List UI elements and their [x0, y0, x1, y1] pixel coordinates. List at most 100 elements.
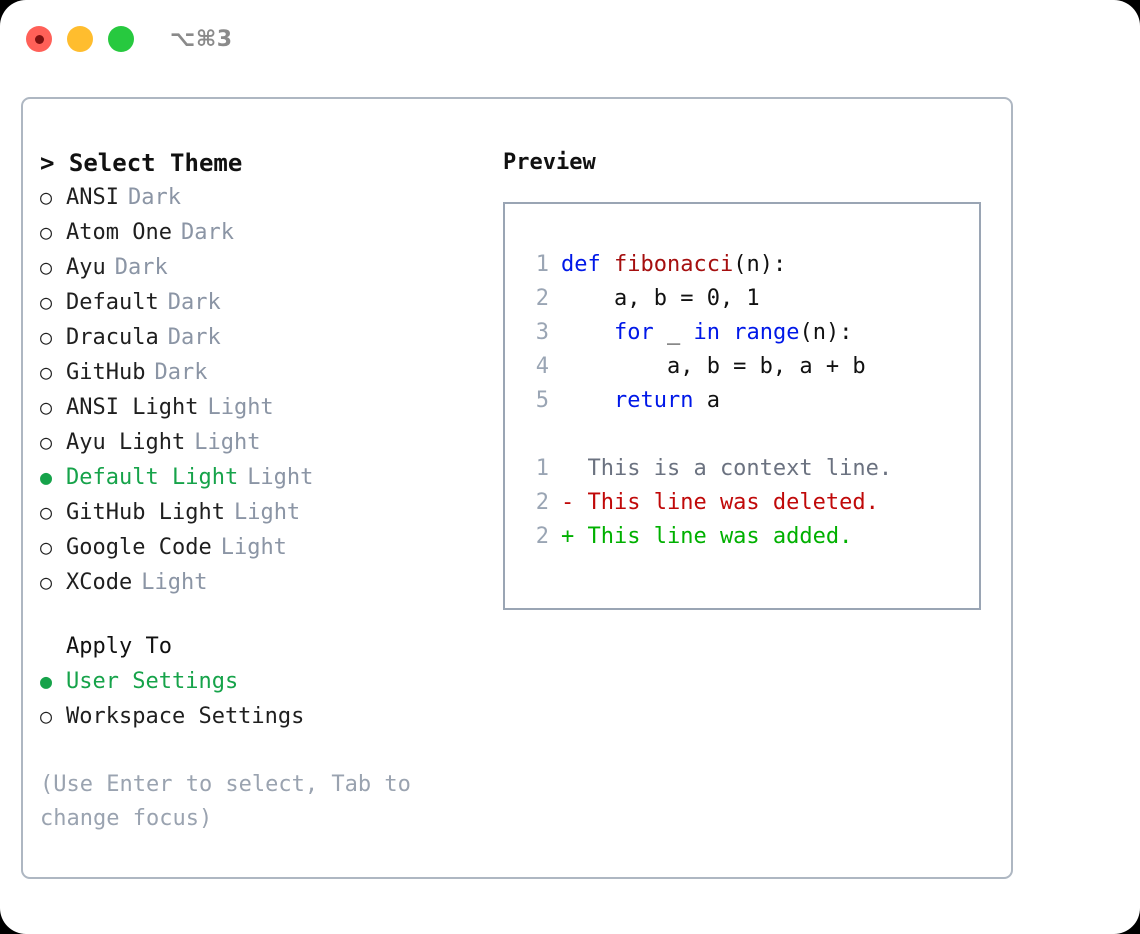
diff-line-context: 1 This is a context line.	[519, 452, 979, 486]
diff-text: - This line was deleted.	[561, 490, 879, 515]
code-line: 3 for _ in range(n):	[519, 316, 979, 350]
preview-title: Preview	[503, 150, 596, 175]
preview-spacer	[519, 418, 979, 452]
theme-category-tag: Light	[194, 430, 261, 455]
theme-list-item[interactable]: ○ Ayu Dark	[40, 250, 493, 285]
line-number: 2	[535, 490, 549, 515]
line-number: 4	[535, 354, 549, 379]
theme-name-label: Atom One	[66, 220, 172, 245]
radio-unselected-icon: ○	[40, 325, 53, 349]
code-token-plain: (n):	[733, 252, 787, 277]
code-token-plain	[561, 388, 614, 413]
radio-unselected-icon: ○	[40, 185, 53, 209]
theme-list-item[interactable]: ● Default Light Light	[40, 460, 493, 495]
keyboard-hint: (Use Enter to select, Tab to change focu…	[40, 772, 425, 831]
code-token-plain	[561, 320, 614, 345]
diff-line-del: 2 - This line was deleted.	[519, 486, 979, 520]
radio-unselected-icon: ○	[40, 360, 53, 384]
theme-category-tag: Dark	[154, 360, 208, 385]
theme-category-tag: Dark	[180, 220, 234, 245]
radio-unselected-icon: ○	[40, 430, 53, 454]
radio-unselected-icon: ○	[40, 535, 53, 559]
apply-to-options: ● User Settings ○Workspace Settings	[40, 664, 493, 734]
theme-list-item[interactable]: ○ Ayu Light Light	[40, 425, 493, 460]
theme-category-tag: Light	[247, 465, 314, 490]
theme-list-item[interactable]: ○ Atom One Dark	[40, 215, 493, 250]
theme-name-label: GitHub Light	[66, 500, 225, 525]
theme-category-tag: Light	[220, 535, 287, 560]
code-token-plain: _	[653, 320, 694, 345]
code-token-kw: in	[693, 320, 720, 345]
code-token-fn: fibonacci	[613, 252, 734, 277]
traffic-lights	[26, 26, 134, 52]
radio-unselected-icon: ○	[40, 220, 53, 244]
code-token-kw: for	[613, 320, 654, 345]
theme-name-label: Default	[66, 290, 159, 315]
diff-text: This is a context line.	[561, 456, 893, 481]
radio-selected-icon: ●	[40, 669, 53, 693]
code-token-kw: return	[613, 388, 694, 413]
apply-to-title: Apply To	[66, 634, 172, 659]
close-button-icon[interactable]	[26, 26, 52, 52]
code-text: a, b = b, a + b	[561, 350, 866, 384]
code-token-kw: range	[733, 320, 800, 345]
radio-unselected-icon: ○	[40, 395, 53, 419]
theme-name-label: GitHub	[66, 360, 146, 385]
code-token-plain: a	[693, 388, 720, 413]
theme-name-label: Ayu Light	[66, 430, 186, 455]
diff-sample: 1 This is a context line. 2 - This line wa…	[519, 452, 979, 554]
theme-name-label: Google Code	[66, 535, 212, 560]
page-title: > Select Theme	[40, 149, 243, 177]
code-line: 5 return a	[519, 384, 979, 418]
code-text: def fibonacci(n):	[561, 248, 786, 282]
apply-to-label: User Settings	[66, 669, 239, 694]
radio-unselected-icon: ○	[40, 570, 53, 594]
line-number: 1	[535, 252, 549, 277]
theme-category-tag: Light	[207, 395, 274, 420]
theme-category-tag: Dark	[114, 255, 168, 280]
theme-category-tag: Dark	[127, 185, 181, 210]
code-token-kw: def	[561, 252, 614, 277]
code-line: 1 def fibonacci(n):	[519, 248, 979, 282]
theme-list-item[interactable]: ○ Google Code Light	[40, 530, 493, 565]
line-number: 2	[535, 286, 549, 311]
radio-unselected-icon: ○	[40, 255, 53, 279]
theme-category-tag: Dark	[167, 290, 221, 315]
theme-list-item[interactable]: ○ GitHub Dark	[40, 355, 493, 390]
code-line: 4 a, b = b, a + b	[519, 350, 979, 384]
theme-name-label: Dracula	[66, 325, 159, 350]
line-number: 2	[535, 524, 549, 549]
title-bar: ⌥⌘3	[0, 0, 1140, 78]
apply-to-option[interactable]: ● User Settings	[40, 664, 493, 699]
maximize-button-icon[interactable]	[108, 26, 134, 52]
apply-to-option[interactable]: ○Workspace Settings	[40, 699, 493, 734]
theme-name-label: Default Light	[66, 465, 239, 490]
minimize-button-icon[interactable]	[67, 26, 93, 52]
theme-name-label: Ayu	[66, 255, 106, 280]
close-active-dot-icon	[34, 34, 44, 44]
code-text: a, b = 0, 1	[561, 282, 760, 316]
diff-text: + This line was added.	[561, 524, 853, 549]
theme-list-item[interactable]: ○ ANSI Dark	[40, 180, 493, 215]
keyboard-shortcut-label: ⌥⌘3	[170, 26, 233, 52]
line-number: 1	[535, 456, 549, 481]
line-number: 5	[535, 388, 549, 413]
theme-name-label: XCode	[66, 570, 133, 595]
code-text: for _ in range(n):	[561, 316, 852, 350]
code-token-plain	[720, 320, 733, 345]
radio-unselected-icon: ○	[40, 500, 53, 524]
radio-selected-icon: ●	[40, 465, 53, 489]
theme-name-label: ANSI	[66, 185, 119, 210]
